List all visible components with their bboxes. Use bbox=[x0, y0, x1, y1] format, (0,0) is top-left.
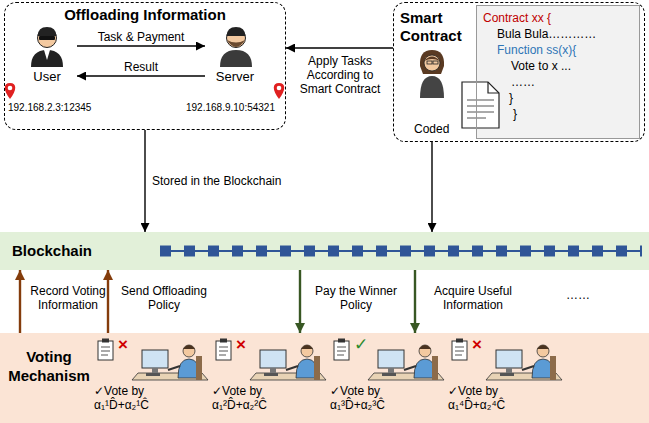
edge-label: Pay the Winner Policy bbox=[306, 284, 406, 312]
document-icon-part bbox=[467, 100, 494, 101]
document-icon-part bbox=[467, 112, 494, 113]
server-node: Server bbox=[205, 23, 265, 84]
location-pin-part bbox=[274, 83, 285, 99]
server-icon-part bbox=[227, 27, 246, 36]
group-title: Blockchain bbox=[0, 232, 649, 269]
edge-label: Result bbox=[91, 60, 191, 74]
reject-mark: × bbox=[472, 335, 482, 355]
code-line: …… bbox=[483, 74, 633, 90]
vote-formula: ✓Vote by α₁²D̂+α₂²Ĉ bbox=[212, 384, 308, 412]
location-pin-part bbox=[5, 83, 16, 99]
connector-arrow bbox=[144, 130, 145, 232]
connector-arrow bbox=[299, 270, 301, 333]
code-panel: Contract xx {Bula Bula…………Function ss(x)… bbox=[476, 5, 640, 139]
edge-label: Acquire Useful Information bbox=[421, 284, 525, 312]
voter-figure bbox=[334, 339, 444, 381]
edge-label: Record Voting Information bbox=[26, 284, 110, 312]
role-label: Coded bbox=[414, 122, 449, 136]
reject-mark: × bbox=[118, 335, 128, 355]
server-icon bbox=[220, 27, 252, 67]
coder-icon-part bbox=[420, 50, 444, 74]
vote-formula: ✓Vote by α₁³D̂+α₂³Ĉ bbox=[330, 384, 426, 412]
location-pin bbox=[5, 83, 16, 99]
document-icon bbox=[462, 82, 499, 128]
user-icon-part bbox=[44, 50, 50, 60]
edge-label: Stored in the Blockchain bbox=[152, 174, 302, 188]
voter-figure bbox=[216, 339, 326, 381]
server-icon-part bbox=[227, 40, 245, 47]
code-line: Bula Bula………… bbox=[483, 26, 633, 42]
connector-arrow bbox=[286, 47, 393, 48]
user-icon-part bbox=[31, 50, 63, 67]
connector-arrow bbox=[77, 75, 205, 76]
blockchain-band: Blockchain bbox=[0, 232, 649, 270]
coder-icon-part bbox=[424, 57, 440, 62]
coder-icon-part bbox=[427, 61, 432, 64]
accept-mark: ✓ bbox=[354, 335, 368, 355]
group-title: Smart Contract bbox=[394, 3, 480, 45]
edge-label: Task & Payment bbox=[91, 30, 191, 44]
document-icon-part bbox=[467, 106, 494, 107]
node-label: Server bbox=[205, 69, 265, 84]
edge-label: Apply Tasks According to Smart Contract bbox=[292, 54, 388, 96]
node-fill bbox=[476, 5, 640, 139]
ip-address: 192.168.2.3:12345 bbox=[8, 102, 91, 114]
user-icon-part bbox=[39, 36, 55, 40]
user-node: User bbox=[17, 23, 77, 84]
ip-address: 192.168.9.10:54321 bbox=[186, 102, 275, 114]
group-title: Voting Mechanism bbox=[0, 333, 92, 385]
location-pin bbox=[274, 83, 285, 99]
code-line: Function ss(x){ bbox=[483, 42, 633, 58]
connector-arrow bbox=[77, 45, 205, 46]
edge-label: Send Offloading Policy bbox=[114, 284, 214, 312]
connector-arrow bbox=[414, 270, 416, 333]
ellipsis: …… bbox=[566, 288, 590, 302]
server-icon-part bbox=[220, 50, 252, 67]
user-icon bbox=[31, 27, 63, 67]
vote-formula: ✓Vote by α₁⁴D̂+α₂⁴Ĉ bbox=[448, 384, 544, 412]
vote-formula: ✓Vote by α₁¹D̂+α₂¹Ĉ bbox=[94, 384, 190, 412]
coder-icon-part bbox=[424, 55, 440, 71]
node-label: User bbox=[17, 69, 77, 84]
group-box: Smart ContractContract xx {Bula Bula…………… bbox=[393, 2, 645, 142]
coder-icon bbox=[420, 50, 444, 98]
code-line: } bbox=[483, 106, 633, 122]
node-fill bbox=[0, 333, 649, 423]
connector-arrow bbox=[107, 270, 109, 333]
coder-icon-part bbox=[420, 76, 444, 98]
document-icon-part bbox=[462, 82, 499, 128]
code-line: } bbox=[483, 90, 633, 106]
code-line: Vote to x ... bbox=[483, 58, 633, 74]
connector-arrow bbox=[19, 270, 21, 333]
blockchain-chain-part bbox=[160, 244, 642, 258]
voter-figure bbox=[98, 339, 208, 381]
location-pin-part bbox=[277, 86, 282, 91]
group-title: Offloading Information bbox=[5, 3, 285, 23]
coder-icon-part bbox=[433, 61, 438, 64]
code-line: Contract xx { bbox=[483, 10, 633, 26]
document-icon-part bbox=[488, 82, 499, 93]
user-icon-part bbox=[38, 27, 57, 36]
node-fill bbox=[0, 232, 649, 270]
voter-figure bbox=[452, 339, 562, 381]
location-pin-part bbox=[8, 86, 13, 91]
blockchain-chain bbox=[160, 244, 642, 258]
reject-mark: × bbox=[236, 335, 246, 355]
connector-arrow bbox=[431, 142, 432, 232]
